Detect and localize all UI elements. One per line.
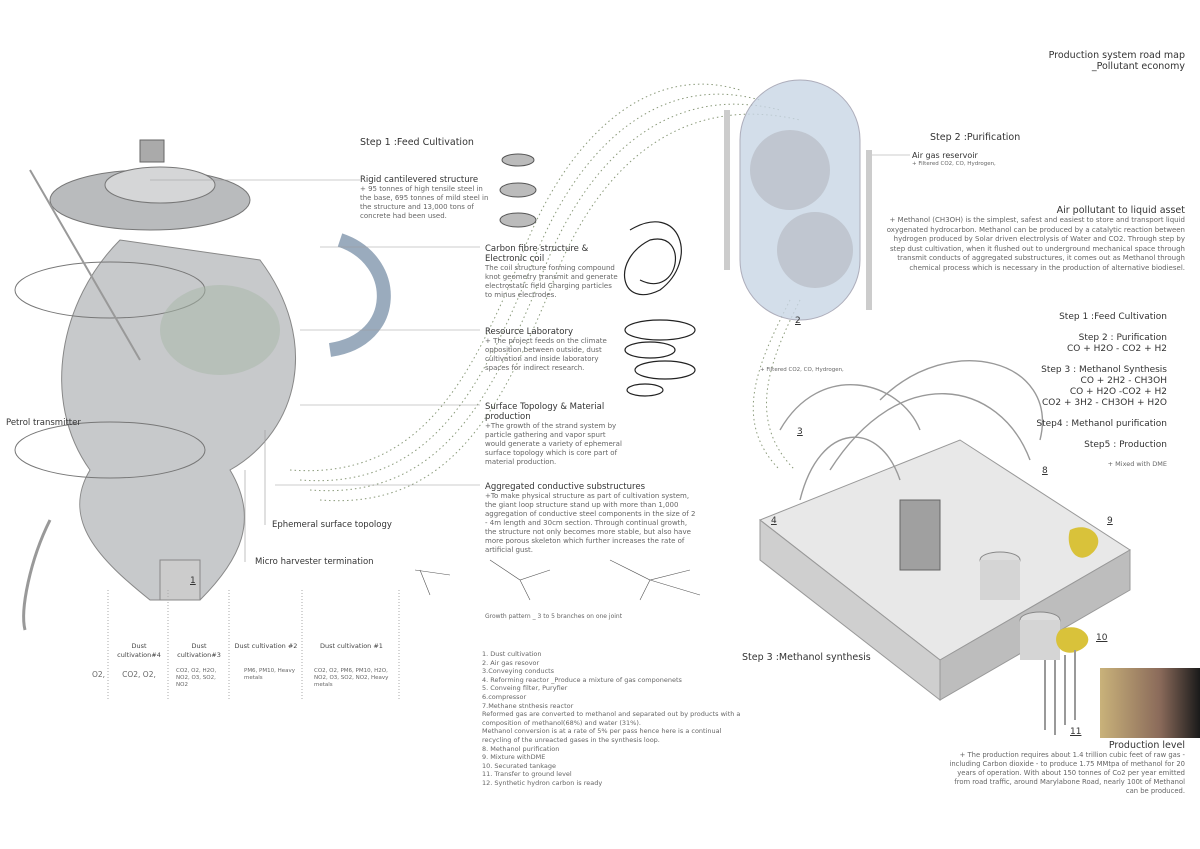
- annotation-resource-laboratory: Resource Laboratory+ The project feeds o…: [485, 327, 607, 372]
- roadmap-step: Step4 : Methanol purification: [1036, 419, 1167, 429]
- dust-header: Dust cultivation #2: [234, 642, 298, 650]
- annotation-aggregated-substructures: Aggregated conductive substructures+To m…: [485, 482, 696, 554]
- roadmap-step: Step5 : Production: [1084, 440, 1167, 450]
- production-photo: [1100, 668, 1200, 738]
- cultivation-tower-drawing: [14, 139, 391, 631]
- label-number: 4: [771, 516, 777, 526]
- label-number: 9: [1107, 516, 1113, 526]
- label-number: 11: [1070, 727, 1082, 737]
- dust-cell: O2,: [92, 670, 106, 679]
- annotation-surface-topology: Surface Topology & Material production+T…: [485, 402, 622, 466]
- step1-heading: Step 1 :Feed Cultivation: [360, 137, 474, 148]
- poster-title: Production system road map_Pollutant eco…: [1048, 50, 1185, 72]
- label-ephemeral-surface: Ephemeral surface topology: [272, 520, 392, 530]
- production-level: Production level + The production requir…: [949, 740, 1185, 795]
- asset-description: Air pollutant to liquid asset + Methanol…: [886, 205, 1185, 272]
- dust-header: Dust cultivation #1: [320, 642, 383, 650]
- roadmap-step: Step 1 :Feed Cultivation: [1059, 312, 1167, 322]
- annotation-carbon-fibre: Carbon fibre structure & Electronic coil…: [485, 244, 618, 299]
- label-micro-harvester: Micro harvester termination: [255, 557, 374, 567]
- label-number: 1: [190, 576, 196, 586]
- roadmap-steps: Step 1 :Feed Cultivation Step 2 : Purifi…: [1036, 312, 1167, 470]
- dust-cell: CO2, O2, H2O, NO2, O3, SO2, NO2: [176, 668, 217, 688]
- label-number: 8: [1042, 466, 1048, 476]
- dust-header: Dust cultivation#4: [117, 642, 161, 659]
- label-growth-pattern: Growth pattern _ 3 to 5 branches on one …: [485, 613, 623, 620]
- mixed-dme-note: + Mixed with DME: [1107, 460, 1167, 468]
- methanol-plant-drawing: [759, 360, 1131, 735]
- label-number: 10: [1096, 633, 1108, 643]
- label-petrol-transmitter: Petrol transmitter: [6, 418, 81, 428]
- label-filtered-gases: + Filtered CO2, CO, Hydrogen,: [760, 367, 844, 373]
- label-number: 2: [795, 316, 801, 326]
- step2-heading: Step 2 :Purification: [930, 132, 1021, 143]
- dust-cell: CO2, O2, PM6, PM10, H2O, NO2, O3, SO2, N…: [314, 668, 389, 688]
- dust-cell: CO2, O2,: [122, 670, 156, 679]
- dust-cell: PM6, PM10, Heavy metals: [244, 668, 296, 681]
- annotation-air-gas-reservoir: Air gas reservoir+ Filtered CO2, CO, Hyd…: [912, 151, 996, 167]
- step3-heading: Step 3 :Methanol synthesis: [742, 652, 871, 663]
- dust-header: Dust cultivation#3: [177, 642, 221, 659]
- annotation-rigid-structure: Rigid cantilevered structure+ 95 tonnes …: [360, 175, 489, 220]
- air-gas-reservoir-drawing: [724, 79, 872, 321]
- label-number: 3: [797, 427, 803, 437]
